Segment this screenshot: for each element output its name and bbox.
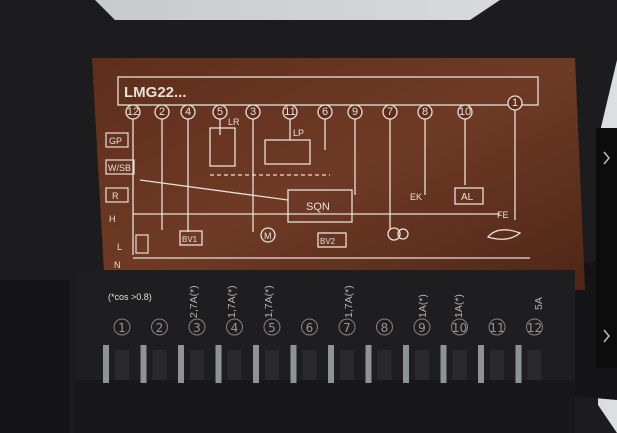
bottom-terminal-circle <box>526 318 543 336</box>
label-sqn: SQN <box>306 201 330 213</box>
rating-9: 1A(*) <box>417 294 429 318</box>
terminal-slot <box>490 350 504 380</box>
bottom-terminal-4: 4 <box>231 321 239 335</box>
bottom-terminal-1: 1 <box>118 321 126 335</box>
terminal-pin <box>440 345 447 383</box>
terminal-slot <box>527 350 542 380</box>
bottom-terminal-11: 11 <box>489 321 504 335</box>
label-lr: LR <box>228 117 240 127</box>
bottom-terminal-9: 9 <box>418 321 426 335</box>
bottom-terminal-10: 10 <box>452 321 467 335</box>
terminal-slot <box>340 350 354 380</box>
terminal-pin <box>215 345 222 383</box>
top-terminal-7: 7 <box>387 106 393 118</box>
box-gp: GP <box>109 136 122 146</box>
terminal-pin <box>365 345 372 383</box>
bottom-terminal-circle <box>226 318 243 336</box>
top-terminal-2: 2 <box>159 106 165 118</box>
rating-7: 1,7A(*) <box>343 285 355 318</box>
model-name: LMG22... <box>124 84 187 101</box>
top-terminal-11: 11 <box>284 106 295 118</box>
top-terminal-10: 10 <box>459 106 471 118</box>
rating-12: 5A <box>533 297 545 310</box>
terminal-pin <box>515 345 522 383</box>
terminal-pin <box>140 345 147 383</box>
bottom-terminal-8: 8 <box>381 321 389 335</box>
bottom-terminal-circle <box>488 318 506 336</box>
label-motor: M <box>264 231 272 241</box>
top-terminal-12: 12 <box>127 106 139 118</box>
top-terminal-3: 3 <box>250 106 256 118</box>
rating-4: 1,7A(*) <box>226 285 238 318</box>
bottom-terminal-circle <box>188 318 206 336</box>
letter-n: N <box>114 260 121 270</box>
terminal-pin <box>178 345 184 383</box>
top-terminal-1: 1 <box>512 97 518 109</box>
bottom-terminal-7: 7 <box>343 321 351 335</box>
bottom-terminal-12: 12 <box>527 321 542 335</box>
cos-note: (*cos >0.8) <box>108 292 152 302</box>
terminal-pins <box>103 345 542 383</box>
terminal-pin <box>328 345 334 383</box>
terminal-slot <box>452 350 467 380</box>
bottom-terminal-2: 2 <box>156 321 164 335</box>
box-r: R <box>112 191 119 201</box>
terminal-slot <box>227 350 242 380</box>
bottom-terminal-6: 6 <box>306 321 314 335</box>
terminal-slot <box>302 350 317 380</box>
bottom-terminal-circle <box>113 318 131 336</box>
terminal-slot <box>190 350 204 380</box>
bottom-terminal-5: 5 <box>268 321 276 335</box>
terminal-pin <box>478 345 484 383</box>
label-bv2: BV2 <box>320 237 336 246</box>
rating-10: 1A(*) <box>453 294 465 318</box>
terminal-pin <box>253 345 259 383</box>
bottom-terminal-circle <box>376 318 393 336</box>
bottom-terminal-circle <box>413 318 431 336</box>
top-terminal-8: 8 <box>422 106 428 118</box>
terminal-slot <box>377 350 392 380</box>
letter-h: H <box>109 214 116 224</box>
rating-3: 2,7A(*) <box>188 285 200 318</box>
rating-5: 1,7A(*) <box>263 285 275 318</box>
label-fe: FE <box>497 210 509 220</box>
terminal-slot <box>415 350 429 380</box>
bottom-terminal-circle <box>151 318 168 336</box>
terminal-slot <box>265 350 279 380</box>
terminal-pin <box>290 345 297 383</box>
top-terminal-6: 6 <box>322 106 328 118</box>
box-wsb: W/SB <box>108 163 131 173</box>
terminal-slot <box>115 350 129 380</box>
terminal-pin <box>103 345 109 383</box>
top-terminal-4: 4 <box>185 106 191 118</box>
terminal-slot <box>152 350 167 380</box>
letter-l: L <box>117 242 122 252</box>
label-ek: EK <box>410 192 422 202</box>
bottom-terminal-circle <box>301 318 318 336</box>
label-lp: LP <box>293 128 304 138</box>
bottom-terminal-3: 3 <box>193 321 201 335</box>
bottom-terminal-circle <box>451 318 468 336</box>
top-terminal-numbers: 12 2 4 5 3 11 6 9 7 8 10 1 <box>127 97 518 118</box>
bottom-terminal-circle <box>263 318 281 336</box>
bottom-terminal-circle <box>338 318 356 336</box>
label-al: AL <box>461 192 474 203</box>
terminal-pin <box>403 345 409 383</box>
top-terminal-9: 9 <box>352 106 358 118</box>
label-bv1: BV1 <box>182 235 198 244</box>
top-terminal-5: 5 <box>217 106 223 118</box>
